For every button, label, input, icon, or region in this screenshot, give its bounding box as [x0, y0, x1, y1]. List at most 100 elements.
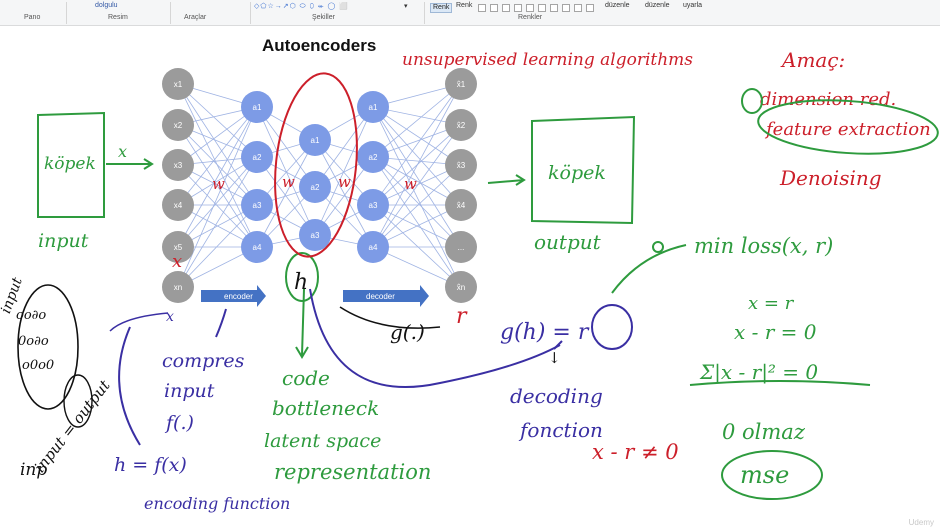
- ink-g-paren: g(.): [390, 320, 425, 344]
- color-swatch[interactable]: [490, 4, 498, 12]
- network-edge: [372, 124, 462, 248]
- ink-compress: compres: [162, 350, 245, 372]
- color2-button[interactable]: Renk: [456, 2, 473, 9]
- decoder-bar: decoder: [343, 285, 429, 307]
- bottleneck-node-label: a2: [311, 183, 320, 192]
- network-edge: [177, 106, 258, 288]
- ink-decoding: decoding: [510, 384, 603, 408]
- color-swatch[interactable]: [574, 4, 582, 12]
- svg-text:oo∂o: oo∂o: [16, 308, 46, 323]
- input-node: [162, 189, 194, 221]
- encoder-node: [241, 231, 273, 263]
- input-node-label: x1: [174, 80, 183, 89]
- input-node: [162, 68, 194, 100]
- network-edge: [177, 156, 258, 288]
- paint-ribbon: Pano dolgulu Resim Araçlar ◇⬠☆→↗⬡ ⬭ ⬯ ⬰ …: [0, 0, 940, 26]
- ink-eq1: x = r: [748, 293, 795, 314]
- input-node: [162, 149, 194, 181]
- ink-h-eq: h = f(x): [114, 454, 187, 476]
- ink-output-box: [531, 115, 636, 225]
- color-swatch[interactable]: [478, 4, 486, 12]
- ink-down-arrow: ↓: [548, 349, 561, 367]
- ink-w2: w: [282, 173, 295, 191]
- network-edge: [372, 156, 462, 288]
- network-edge: [372, 156, 462, 248]
- network-edge: [177, 83, 258, 206]
- edit-colors-button[interactable]: düzenle: [605, 2, 630, 9]
- edit-with-paint3d-button[interactable]: düzenle: [645, 2, 670, 9]
- network-edge: [372, 204, 462, 248]
- ribbon-separator: [250, 2, 251, 24]
- ink-arrow-out: [487, 174, 526, 186]
- ink-f-paren: f(.): [164, 412, 194, 434]
- network-edge: [372, 83, 462, 158]
- color-swatch[interactable]: [538, 4, 546, 12]
- network-edge: [372, 106, 462, 166]
- ink-h-circle: [285, 252, 319, 302]
- output-node: [445, 189, 477, 221]
- encoder-node-label: a2: [253, 153, 262, 162]
- network-edge: [256, 106, 316, 188]
- ink-r-circle: [591, 304, 633, 350]
- output-node-label: x̂2: [457, 121, 466, 130]
- decoder-node: [357, 91, 389, 123]
- output-node: [445, 231, 477, 263]
- network-edge: [372, 164, 462, 248]
- decoder-node: [357, 231, 389, 263]
- color-swatch[interactable]: [562, 4, 570, 12]
- ink-g-h: g(h) = r: [500, 320, 590, 345]
- network-edge: [372, 106, 462, 206]
- encoder-node: [241, 189, 273, 221]
- bottleneck-node-label: a3: [311, 231, 320, 240]
- encoder-node-label: a4: [253, 243, 262, 252]
- ink-function: fonction: [518, 418, 603, 442]
- ink-kopek-out: köpek: [548, 162, 606, 184]
- network-edge: [372, 106, 462, 288]
- ink-encoding-function: encoding function: [144, 494, 290, 513]
- output-node: [445, 271, 477, 303]
- color-swatch[interactable]: [526, 4, 534, 12]
- color-swatch[interactable]: [502, 4, 510, 12]
- output-node-label: ...: [458, 243, 465, 252]
- network-edge: [177, 204, 258, 288]
- color-swatch[interactable]: [514, 4, 522, 12]
- network-edge: [256, 139, 316, 248]
- network-edge: [177, 156, 258, 248]
- ink-mse: mse: [740, 461, 789, 489]
- ink-inp: inp: [20, 460, 47, 480]
- network-edge: [177, 83, 258, 158]
- network-nodes: x1x2x3x4x5xna1a2a3a4a1a2a3a1a2a3a4x̂1x̂2…: [162, 68, 477, 303]
- ink-input-word: input: [164, 380, 215, 402]
- ink-green-circle: [741, 88, 763, 114]
- chevron-down-icon[interactable]: ▾: [404, 3, 408, 10]
- bottleneck-node: [299, 124, 331, 156]
- font-dropdown[interactable]: dolgulu: [95, 2, 118, 9]
- ink-r: r: [456, 304, 468, 329]
- adapt-button[interactable]: uyarla: [683, 2, 703, 9]
- network-edge: [314, 106, 374, 236]
- input-node-label: x2: [174, 121, 183, 130]
- bottleneck-node-label: a1: [311, 136, 320, 145]
- ribbon-group-resim: Resim: [108, 14, 128, 21]
- ink-representation: representation: [274, 460, 431, 484]
- ink-olmaz: 0 olmaz: [722, 420, 806, 444]
- canvas-svg: x1x2x3x4x5xna1a2a3a4a1a2a3a1a2a3a4x̂1x̂2…: [0, 36, 939, 513]
- decoder-node-label: a2: [369, 153, 378, 162]
- ink-w3: w: [338, 173, 351, 191]
- svg-text:x: x: [166, 309, 174, 325]
- ink-eq2: x - r = 0: [734, 320, 817, 344]
- color1-button[interactable]: Renk: [430, 3, 453, 13]
- ink-mse-circle: [721, 450, 823, 500]
- input-node-label: xn: [174, 283, 182, 292]
- color-swatch[interactable]: [550, 4, 558, 12]
- output-node-label: x̂3: [457, 161, 466, 170]
- encoder-bar: encoder: [201, 285, 266, 307]
- network-edge: [372, 83, 462, 206]
- decoder-node-label: a3: [369, 201, 378, 210]
- network-edge: [177, 106, 258, 206]
- output-node-label: x̂n: [457, 283, 466, 292]
- shapes-gallery[interactable]: ◇⬠☆→↗⬡ ⬭ ⬯ ⬰ ◯ ⬜: [254, 3, 349, 10]
- ink-loss-dot: [652, 241, 664, 253]
- color-swatch[interactable]: [586, 4, 594, 12]
